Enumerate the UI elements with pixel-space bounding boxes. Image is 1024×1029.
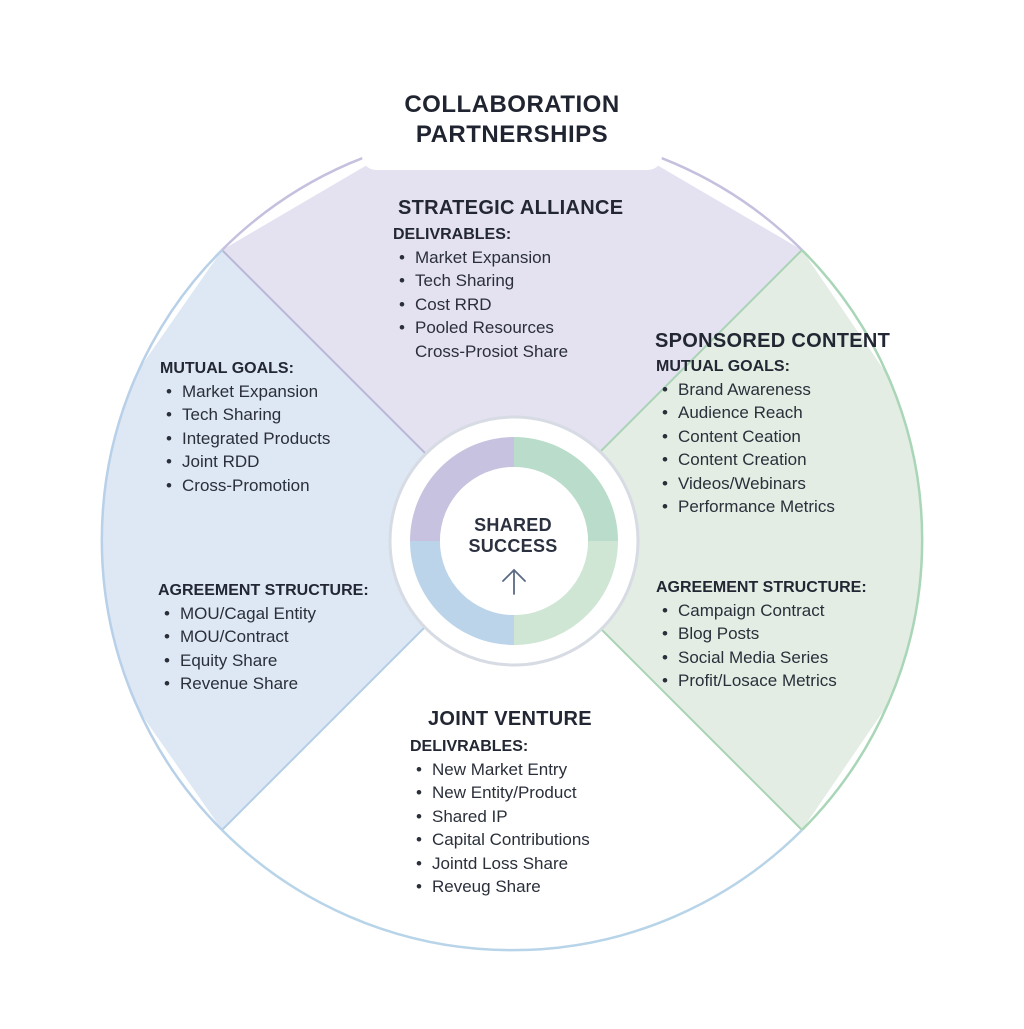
deliverables-list: New Market Entry New Entity/Product Shar… [410,758,650,899]
center-label: SHARED SUCCESS [452,515,574,557]
ring-quadrant-green-light [514,541,618,645]
wedge-mutual-goals [102,250,512,830]
list-item: Content Creation [656,448,916,472]
list-item: Market Expansion [160,380,420,404]
list-item: New Entity/Product [410,781,650,805]
title-line-1: COLLABORATION [404,91,620,118]
deliverables-list: Market Expansion Tech Sharing Cost RRD P… [393,246,653,363]
mutual-goals-list: Market Expansion Tech Sharing Integrated… [160,380,420,497]
section-title-joint-venture: JOINT VENTURE [428,708,592,730]
ring-quadrant-green [514,437,618,541]
joint-venture-block: JOINT VENTURE [428,708,668,731]
strategic-alliance-block: STRATEGIC ALLIANCE [398,197,658,220]
list-item: MOU/Cagal Entity [158,602,428,626]
title-line-2: PARTNERSHIPS [415,121,609,148]
mutual-goals-list: Brand Awareness Audience Reach Content C… [656,378,916,519]
ring-quadrant-blue [410,541,514,645]
list-item: Tech Sharing [393,269,653,293]
list-item: Cross-Promotion [160,474,420,498]
agreement-structure-heading: AGREEMENT STRUCTURE: [656,579,867,596]
ring-quadrant-purple [410,437,514,541]
list-item: Cross-Prosiot Share [415,341,569,361]
outer-arc-left [100,249,223,831]
agreement-structure-list: MOU/Cagal Entity MOU/Contract Equity Sha… [158,602,428,696]
list-item: Reveug Share [410,875,650,899]
center-label-line-1: SHARED [474,515,552,535]
outer-arc-bottom [221,829,803,952]
outer-arc-right [801,249,924,831]
list-item: Performance Metrics [656,495,916,519]
list-item: Content Ceation [656,425,916,449]
list-item: Shared IP [410,805,650,829]
mutual-goals-heading: MUTUAL GOALS: [160,360,294,377]
section-title-sponsored-content: SPONSORED CONTENT [655,330,891,352]
agreement-structure-list: Campaign Contract Blog Posts Social Medi… [656,599,916,693]
list-item: Audience Reach [656,401,916,425]
list-item: New Market Entry [410,758,650,782]
list-item: Videos/Webinars [656,472,916,496]
list-item: Market Expansion [393,246,653,270]
deliverables-heading: DELIVRABLES: [410,738,529,755]
list-item: Revenue Share [158,672,428,696]
left-agreement-structure-block: AGREEMENT STRUCTURE: MOU/Cagal Entity MO… [158,578,428,696]
right-mutual-goals-block: MUTUAL GOALS: Brand Awareness Audience R… [656,354,916,519]
list-item: Jointd Loss Share [410,852,650,876]
center-hub-inner [440,467,588,615]
list-item: MOU/Contract [158,625,428,649]
center-label-line-2: SUCCESS [468,536,558,556]
arrow-up-icon [502,568,526,595]
diagram-title: COLLABORATION PARTNERSHIPS [362,78,662,170]
list-item: Profit/Losace Metrics [656,669,916,693]
list-item: Equity Share [158,649,428,673]
deliverables-heading: DELIVRABLES: [393,226,512,243]
list-item: Capital Contributions [410,828,650,852]
left-mutual-goals-block: MUTUAL GOALS: Market Expansion Tech Shar… [160,356,420,497]
agreement-structure-heading: AGREEMENT STRUCTURE: [158,582,369,599]
sponsored-content-block: SPONSORED CONTENT [655,330,915,353]
section-title-strategic-alliance: STRATEGIC ALLIANCE [398,197,624,219]
list-item: Blog Posts [656,622,916,646]
joint-venture-deliverables: DELIVRABLES: New Market Entry New Entity… [410,734,650,899]
mutual-goals-heading: MUTUAL GOALS: [656,358,790,375]
list-item: Pooled Resources [393,316,653,340]
list-item: Social Media Series [656,646,916,670]
right-agreement-structure-block: AGREEMENT STRUCTURE: Campaign Contract B… [656,575,916,693]
list-item: Brand Awareness [656,378,916,402]
list-item: Integrated Products [160,427,420,451]
strategic-alliance-deliverables: DELIVRABLES: Market Expansion Tech Shari… [393,222,653,363]
list-item: Tech Sharing [160,403,420,427]
list-item: Joint RDD [160,450,420,474]
list-item: Cost RRD [393,293,653,317]
list-item: Campaign Contract [656,599,916,623]
